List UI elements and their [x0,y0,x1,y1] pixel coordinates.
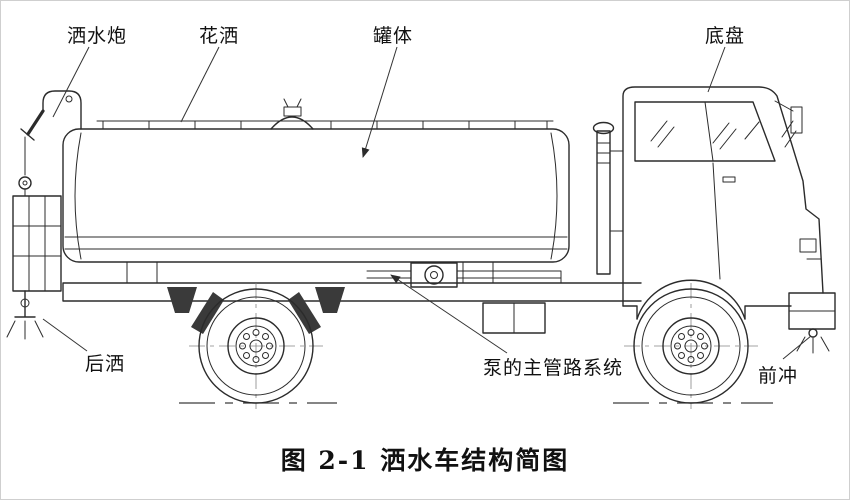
chassis-frame [62,282,642,302]
rear-ladder-rack [12,195,62,292]
label-water-cannon: 洒水炮 [67,25,128,47]
front-wheel [624,283,758,409]
leader-lines [42,46,812,360]
label-rear-spray: 后洒 [85,353,126,375]
rear-wheel [189,283,323,409]
label-front-flush: 前冲 [758,365,799,387]
label-shower-sprinkler: 花洒 [199,25,240,47]
water-cannon [18,90,82,197]
toolbox [482,302,546,334]
rear-spray-nozzles [6,290,44,340]
label-tank: 罐体 [373,25,414,47]
mudguards [167,287,345,334]
label-chassis: 底盘 [705,25,746,47]
tank-body [62,98,570,284]
pump-pipeline [366,262,562,288]
label-pump-pipeline: 泵的主管路系统 [483,357,624,379]
front-flush-nozzle [796,328,830,354]
figure-caption: 图 2-1 洒水车结构简图 [280,446,570,475]
cab [592,86,836,330]
